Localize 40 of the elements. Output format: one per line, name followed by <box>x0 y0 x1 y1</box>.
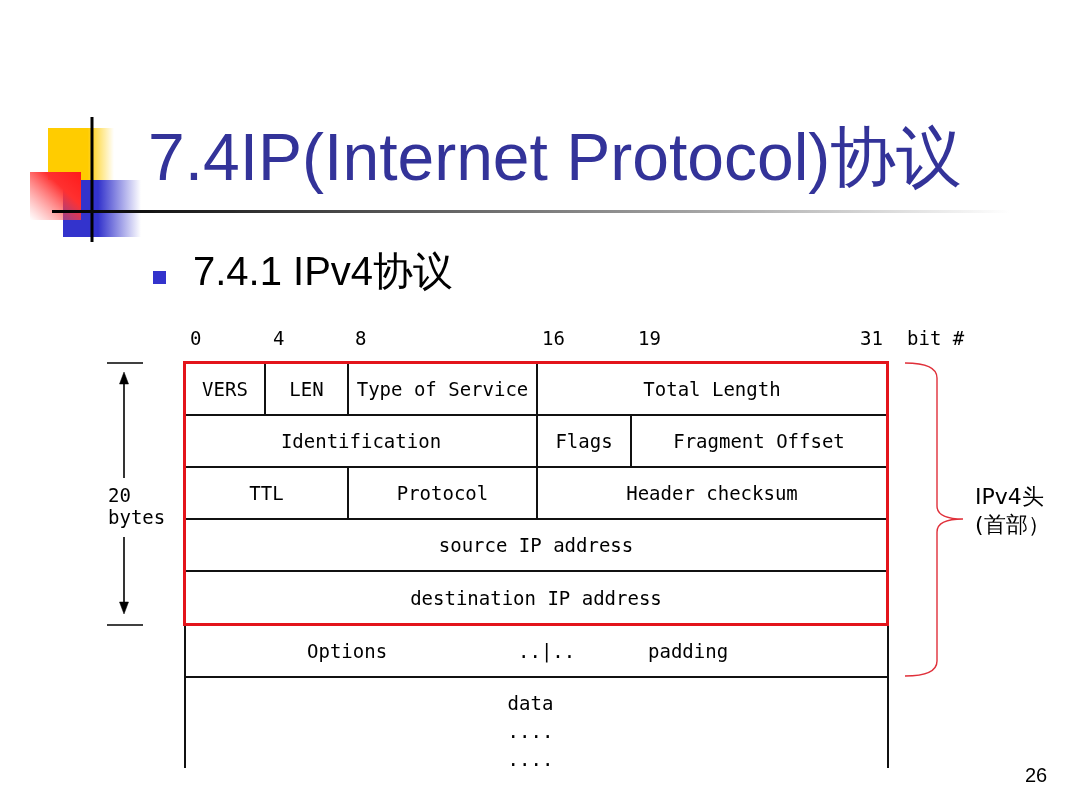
field-label: LEN <box>289 378 324 400</box>
field-label: data <box>507 691 554 716</box>
bit-number: 4 <box>273 327 285 349</box>
header-field <box>538 416 632 468</box>
header-field <box>349 468 538 520</box>
field-separator: ..|.. <box>518 639 576 665</box>
highlight-frame <box>183 361 889 626</box>
field-label: destination IP address <box>410 586 662 609</box>
bit-number: 19 <box>638 327 661 349</box>
header-field <box>266 364 349 416</box>
bit-number: 16 <box>542 327 565 349</box>
field-label: Options <box>307 639 388 664</box>
field-label: VERS <box>202 378 248 400</box>
field-label: Identification <box>280 430 442 452</box>
field-label: Total Length <box>643 378 781 400</box>
options-field <box>184 626 889 678</box>
header-field <box>186 416 538 468</box>
field-label: Header checksum <box>626 482 798 504</box>
field-label: padding <box>648 639 729 664</box>
bit-number: 31 <box>860 327 883 349</box>
continuation-dots: .... <box>507 747 554 772</box>
brace-label: IPv4头(首部） <box>975 483 1051 539</box>
continuation-dots: .... <box>507 719 554 744</box>
bit-axis-label: bit # <box>907 327 965 349</box>
bit-number: 8 <box>355 327 367 349</box>
bullet-text: 7.4.1 IPv4协议 <box>193 249 454 293</box>
field-label: TTL <box>249 482 284 504</box>
field-label: Fragment Offset <box>673 430 845 452</box>
header-field <box>186 468 349 520</box>
field-label: Type of Service <box>356 378 529 400</box>
field-label: Protocol <box>396 482 489 504</box>
bit-number: 0 <box>190 327 202 349</box>
dimension-label: 20 bytes <box>108 484 167 528</box>
field-label: Flags <box>555 430 613 452</box>
page-number: 26 <box>1025 763 1048 787</box>
header-field <box>186 364 266 416</box>
field-label: source IP address <box>438 534 634 556</box>
header-field <box>349 364 538 416</box>
slide-title: 7.4IP(Internet Protocol)协议 <box>148 122 963 192</box>
data-field <box>184 678 889 768</box>
